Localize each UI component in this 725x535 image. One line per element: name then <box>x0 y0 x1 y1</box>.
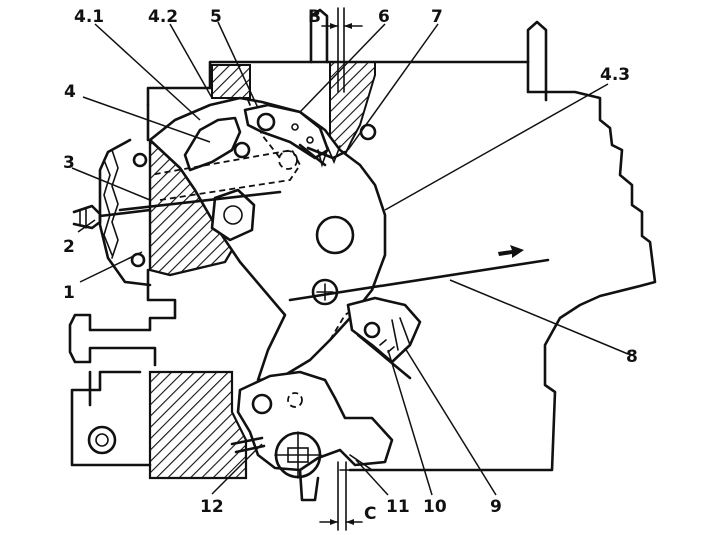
bolt-head <box>210 188 256 242</box>
callout-9: 9 <box>490 497 502 517</box>
callout-4: 4 <box>64 82 76 102</box>
callout-5: 5 <box>210 7 222 27</box>
adjustment-bracket-9 <box>346 296 422 364</box>
callout-3: 3 <box>63 153 75 173</box>
callout-7: 7 <box>431 7 443 27</box>
callout-c: C <box>364 504 376 524</box>
callout-12: 12 <box>200 497 224 517</box>
vent-tube-left <box>309 8 329 64</box>
diaphragm-rod <box>118 190 282 212</box>
callout-6: 6 <box>378 7 390 27</box>
callout-1: 1 <box>63 283 75 303</box>
cam-link-6 <box>243 103 347 168</box>
top-hatched-block <box>211 61 376 166</box>
callout-b: B <box>308 7 321 27</box>
dimension-b <box>321 7 363 93</box>
pin-7 <box>359 123 377 141</box>
callout-10: 10 <box>423 497 447 517</box>
dimension-c <box>319 461 363 531</box>
callout-4-2: 4.2 <box>148 7 178 27</box>
throttle-lever <box>236 370 394 479</box>
choke-lever-4 <box>148 96 387 382</box>
callout-2: 2 <box>63 237 75 257</box>
callout-8: 8 <box>626 347 638 367</box>
callout-4-1: 4.1 <box>74 7 104 27</box>
callout-11: 11 <box>386 497 410 517</box>
adjusting-screw <box>72 204 152 230</box>
airflow-axis <box>288 258 550 302</box>
vent-tube-right <box>526 20 548 102</box>
arrow-right-icon <box>498 245 524 258</box>
hatched-base-block <box>87 370 248 480</box>
callout-4-3: 4.3 <box>600 65 630 85</box>
carburetor-body <box>68 60 657 472</box>
callout-leaders <box>71 21 629 496</box>
